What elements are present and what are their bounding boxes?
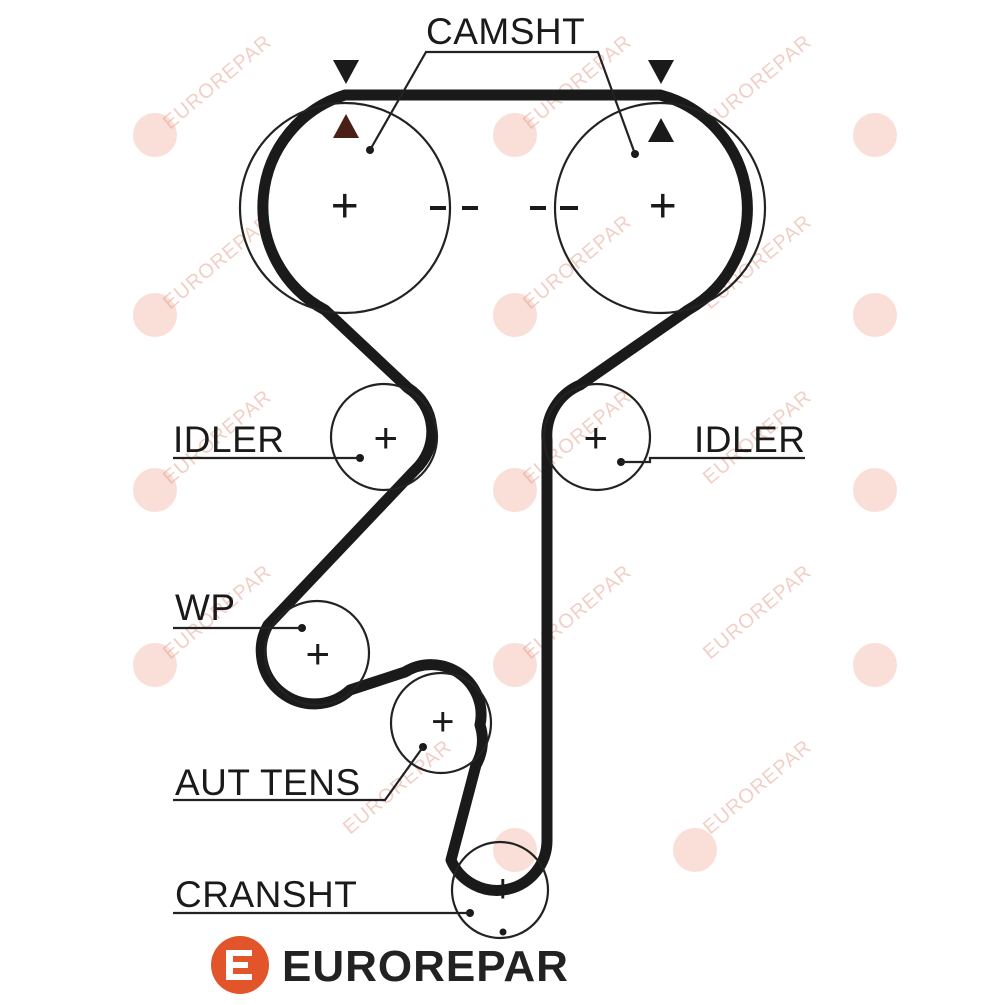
pulley-center-mark: + [305,630,330,677]
watermark-disc-4 [133,293,177,337]
brand-name: EUROREPAR [282,942,569,991]
watermark-text: EUROREPAR [699,736,816,839]
water-pump-label: WP [175,587,236,628]
watermark-disc-8 [493,468,537,512]
watermark-disc-5 [493,293,537,337]
timing-mark-right-top [648,60,674,84]
reference-dot [499,928,507,936]
watermark-text: EUROREPAR [159,31,276,134]
idler-left-label: IDLER [173,419,284,460]
watermark-disc-7 [133,468,177,512]
auto-tensioner-label: AUT TENS [175,762,361,803]
camshaft-label: CAMSHT [426,11,585,52]
watermark-disc-13 [493,828,537,872]
watermark-text: EUROREPAR [699,211,816,314]
timing-belt [255,89,753,896]
camshaft-pulley-right [553,101,767,315]
crankshaft-pulley [450,840,550,940]
timing-mark-left-top [333,60,359,84]
watermark-text: EUROREPAR [519,211,636,314]
pulley-center-mark: + [649,180,678,233]
tensioner-pulley [389,671,493,775]
pulley-center-mark: + [431,700,455,744]
water-pump-pulley [263,599,371,707]
watermark-disc-3 [853,113,897,157]
timing-mark-left-bottom [333,114,359,138]
watermark-disc-1 [133,113,177,157]
watermark-disc-2 [493,113,537,157]
pulley-center-mark: + [331,180,360,233]
leader-lines [173,50,805,915]
crankshaft-label: CRANSHT [175,874,357,915]
watermark-disc-14 [673,828,717,872]
timing-mark-right-bottom [648,118,674,142]
brand-logo: EUROREPAR [211,936,569,994]
idler-pulley-right [542,382,652,492]
idler-right-label: IDLER [694,419,805,460]
camshaft-pulley-left [238,101,452,315]
watermark-text: EUROREPAR [699,561,816,664]
watermark-disc-10 [133,643,177,687]
watermark-text: EUROREPAR [519,386,636,489]
watermark-text: EUROREPAR [159,211,276,314]
watermark-disc-12 [853,643,897,687]
watermark-disc-11 [493,643,537,687]
pulley-center-mark: + [373,414,398,461]
idler-pulley-left [329,382,439,492]
pulley-center-mark: + [491,867,515,911]
pulley-center-mark: + [583,414,608,461]
watermark-disc-9 [853,468,897,512]
watermark-disc-6 [853,293,897,337]
watermark-text: EUROREPAR [519,561,636,664]
